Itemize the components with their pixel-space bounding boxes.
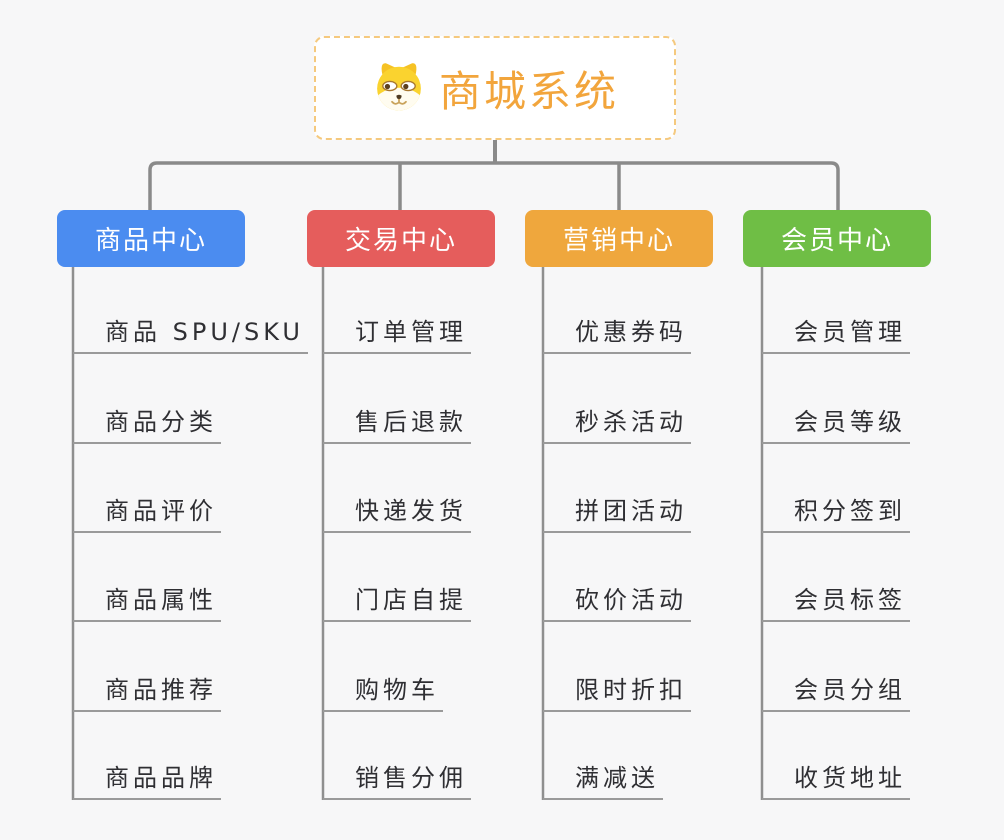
dog-face-icon <box>371 58 427 118</box>
subtopic-node[interactable]: 优惠券码 <box>543 317 691 354</box>
subtopic-node[interactable]: 会员等级 <box>762 407 910 444</box>
subtopic-node[interactable]: 销售分佣 <box>323 763 471 800</box>
subtopic-node[interactable]: 收货地址 <box>762 763 910 800</box>
tree-connectors <box>148 139 840 210</box>
branch-node-product-center[interactable]: 商品中心 <box>57 210 245 267</box>
subtopic-node[interactable]: 限时折扣 <box>543 675 691 712</box>
root-node[interactable]: 商城系统 <box>314 36 676 140</box>
subtopic-node[interactable]: 商品属性 <box>73 585 221 622</box>
subtopic-node[interactable]: 商品品牌 <box>73 763 221 800</box>
subtopic-node[interactable]: 满减送 <box>543 763 663 800</box>
subtopic-node[interactable]: 商品 SPU/SKU <box>73 317 308 354</box>
subtopic-node[interactable]: 拼团活动 <box>543 496 691 533</box>
root-title: 商城系统 <box>438 66 619 116</box>
subtopic-node[interactable]: 商品分类 <box>73 407 221 444</box>
subtopic-node[interactable]: 售后退款 <box>323 407 471 444</box>
subtopic-node[interactable]: 门店自提 <box>323 585 471 622</box>
subtopic-node[interactable]: 订单管理 <box>323 317 471 354</box>
subtopic-node[interactable]: 会员分组 <box>762 675 910 712</box>
branch-node-member-center[interactable]: 会员中心 <box>743 210 931 267</box>
subtopic-node[interactable]: 砍价活动 <box>543 585 691 622</box>
branch-node-trade-center[interactable]: 交易中心 <box>307 210 495 267</box>
subtopic-node[interactable]: 商品推荐 <box>73 675 221 712</box>
subtopic-node[interactable]: 会员标签 <box>762 585 910 622</box>
subtopic-node[interactable]: 会员管理 <box>762 317 910 354</box>
subtopic-node[interactable]: 商品评价 <box>73 496 221 533</box>
subtopic-node[interactable]: 快递发货 <box>323 496 471 533</box>
branch-node-marketing-center[interactable]: 营销中心 <box>525 210 713 267</box>
subtopic-node[interactable]: 购物车 <box>323 675 443 712</box>
subtopic-node[interactable]: 秒杀活动 <box>543 407 691 444</box>
subtopic-node[interactable]: 积分签到 <box>762 496 910 533</box>
